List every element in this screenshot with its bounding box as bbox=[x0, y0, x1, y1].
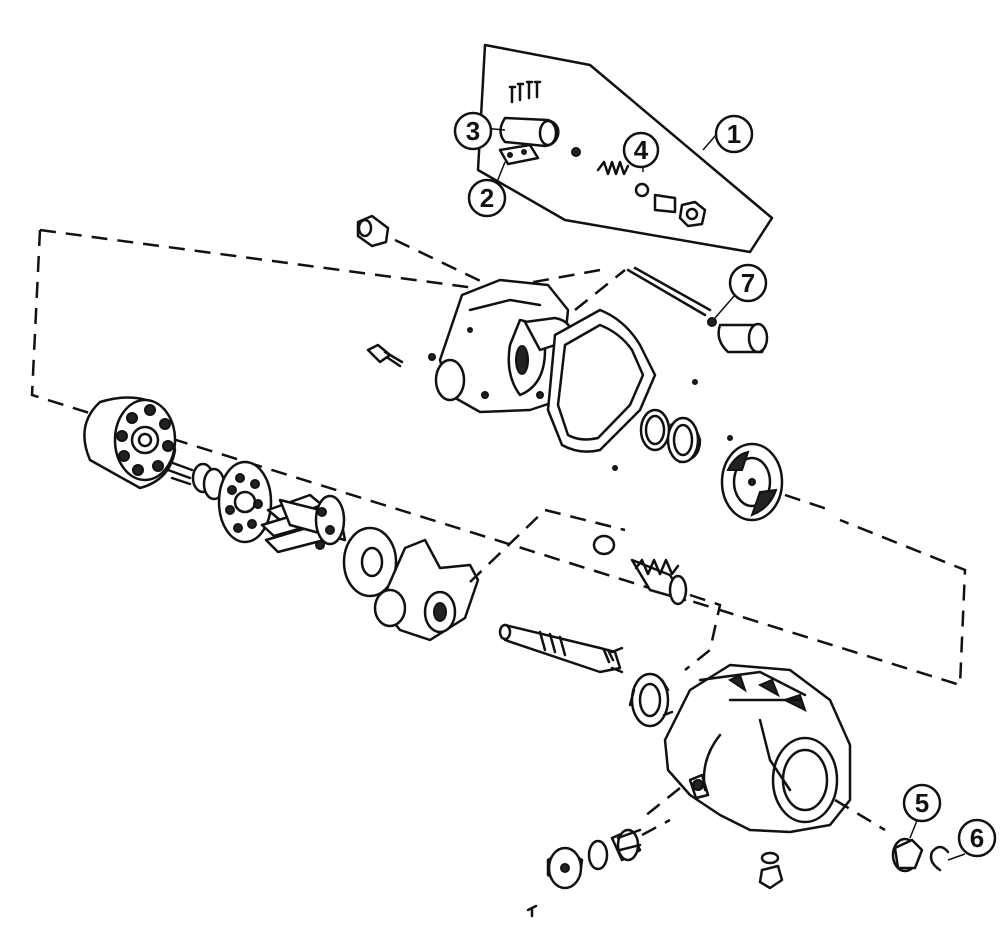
callout-1-label: 1 bbox=[727, 119, 741, 149]
drain-plug bbox=[758, 851, 784, 890]
o-ring-small bbox=[634, 182, 650, 198]
cylinder-barrel bbox=[83, 396, 177, 490]
cover-gasket bbox=[546, 308, 657, 453]
adjust-plug bbox=[653, 193, 677, 214]
valve-plate bbox=[720, 442, 784, 522]
thrust-washer bbox=[342, 526, 398, 598]
piston-set bbox=[260, 493, 347, 554]
shaft-seals bbox=[639, 408, 702, 464]
return-spring bbox=[630, 558, 688, 606]
snap-ring-part-6 bbox=[929, 845, 950, 872]
callout-3: 3 bbox=[453, 111, 493, 151]
callout-5: 5 bbox=[902, 783, 942, 823]
callout-2-label: 2 bbox=[480, 183, 494, 213]
callout-7: 7 bbox=[728, 263, 768, 303]
callout-6-label: 6 bbox=[970, 823, 984, 853]
callout-2: 2 bbox=[467, 178, 507, 218]
cover-bolt bbox=[366, 343, 436, 368]
drive-shaft bbox=[498, 623, 624, 674]
lock-nut bbox=[678, 200, 707, 228]
valve-gasket bbox=[498, 143, 540, 166]
callout-7-label: 7 bbox=[741, 268, 755, 298]
valve-spring bbox=[596, 160, 630, 176]
pressure-fitting bbox=[356, 214, 390, 248]
screw-set bbox=[508, 80, 542, 104]
pin-o-ring bbox=[707, 317, 717, 327]
shaft-bearing bbox=[628, 672, 674, 728]
retainer-plate bbox=[217, 460, 273, 544]
control-valve-parts bbox=[498, 80, 707, 228]
rear-port-cover bbox=[434, 278, 573, 414]
callout-4-label: 4 bbox=[634, 135, 649, 165]
bearing-part-5 bbox=[891, 837, 924, 873]
callout-3-label: 3 bbox=[466, 116, 480, 146]
valve-kit-bracket bbox=[476, 43, 774, 254]
callout-6: 6 bbox=[957, 818, 997, 858]
callout-4: 4 bbox=[622, 131, 660, 169]
servo-bushing bbox=[592, 534, 616, 556]
callout-1: 1 bbox=[714, 114, 754, 154]
swash-plate bbox=[373, 538, 480, 642]
control-rod bbox=[626, 266, 712, 317]
small-screw bbox=[526, 904, 538, 918]
small-ball bbox=[571, 147, 581, 157]
main-housing bbox=[663, 663, 852, 834]
callout-5-label: 5 bbox=[915, 788, 929, 818]
front-cap-assembly bbox=[546, 828, 642, 890]
